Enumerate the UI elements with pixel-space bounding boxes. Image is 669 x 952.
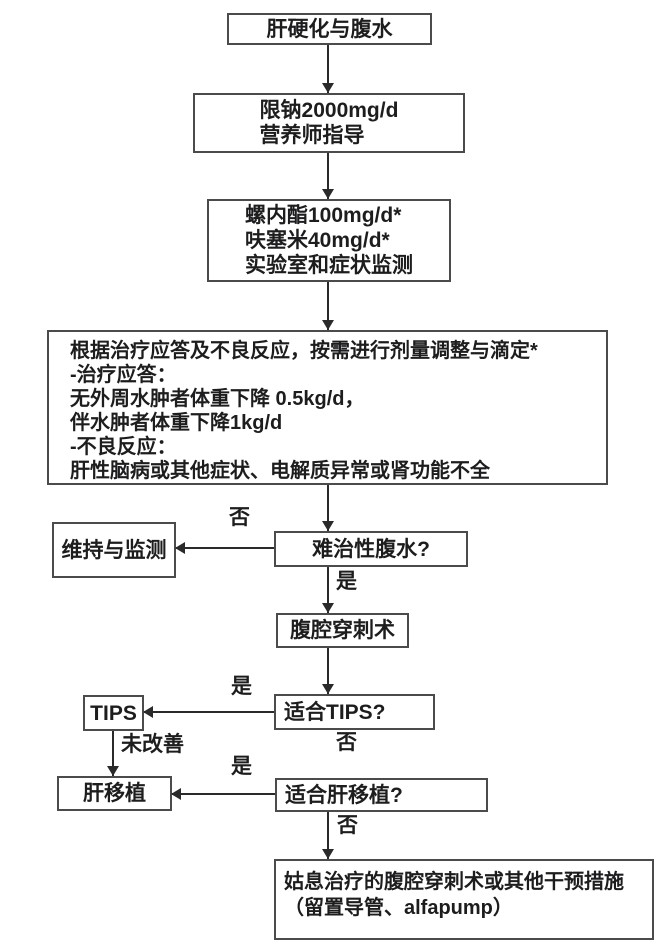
node-tips-label: TIPS xyxy=(90,701,137,725)
node-line: 限钠2000mg/d xyxy=(259,99,399,122)
arrow-diuretics-to-titration xyxy=(322,282,334,330)
node-line: 姑息治疗的腹腔穿刺术或其他干预措施 xyxy=(284,871,624,893)
edge-label-transplant-yes: 是 xyxy=(231,755,252,778)
node-line: 伴水肿者体重下降1kg/d xyxy=(70,412,283,434)
edge-label-refractory-yes: 是 xyxy=(336,570,357,593)
node-dose-titration: 根据治疗应答及不良反应，按需进行剂量调整与滴定* -治疗应答： 无外周水肿者体重… xyxy=(47,330,608,485)
node-palliative-care-text: 姑息治疗的腹腔穿刺术或其他干预措施 （留置导管、alfapump） xyxy=(284,869,624,921)
arrow-start-to-sodium xyxy=(322,45,334,93)
node-refractory-ascites-question: 难治性腹水? xyxy=(274,531,468,567)
node-diuretics-text: 螺内酯100mg/d* 呋塞米40mg/d* 实验室和症状监测 xyxy=(245,203,413,278)
node-paracentesis: 腹腔穿刺术 xyxy=(276,613,409,648)
edge-label-tips-no: 否 xyxy=(336,731,357,754)
node-tips: TIPS xyxy=(83,695,144,731)
node-transplant-eligible-label: 适合肝移植? xyxy=(285,783,403,807)
arrow-refractory-no-to-maintain xyxy=(175,542,274,554)
node-line: （留置导管、alfapump） xyxy=(284,897,513,919)
arrow-titration-to-refractory xyxy=(322,485,334,531)
arrow-refractory-yes-to-paracentesis xyxy=(322,567,334,613)
edge-label-tips-not-improved: 未改善 xyxy=(121,733,184,756)
node-line: 呋塞米40mg/d* xyxy=(245,229,390,252)
node-paracentesis-label: 腹腔穿刺术 xyxy=(290,619,395,642)
node-maintain-monitor: 维持与监测 xyxy=(52,522,176,578)
node-line: -不良反应： xyxy=(70,436,177,458)
node-palliative-care: 姑息治疗的腹腔穿刺术或其他干预措施 （留置导管、alfapump） xyxy=(274,859,654,940)
node-cirrhosis-with-ascites-label: 肝硬化与腹水 xyxy=(266,17,393,41)
node-liver-transplant: 肝移植 xyxy=(57,776,172,811)
node-tips-eligible-question: 适合TIPS? xyxy=(274,694,435,730)
node-transplant-eligible-question: 适合肝移植? xyxy=(275,778,488,812)
arrow-transplant-yes-to-transplant xyxy=(171,788,275,800)
arrow-tips-yes-to-tips xyxy=(143,706,274,718)
node-tips-eligible-label: 适合TIPS? xyxy=(284,700,386,724)
edge-label-refractory-no: 否 xyxy=(229,506,250,529)
arrow-sodium-to-diuretics xyxy=(322,153,334,199)
node-maintain-monitor-label: 维持与监测 xyxy=(61,538,167,562)
arrow-tips-to-transplant xyxy=(107,731,119,776)
arrow-transplant-no-to-palliative xyxy=(322,812,334,859)
node-line: 螺内酯100mg/d* xyxy=(245,204,402,227)
node-sodium-restriction: 限钠2000mg/d 营养师指导 xyxy=(193,93,465,153)
node-sodium-restriction-text: 限钠2000mg/d 营养师指导 xyxy=(260,98,399,148)
edge-label-transplant-no: 否 xyxy=(337,814,358,837)
node-line: 肝性脑病或其他症状、电解质异常或肾功能不全 xyxy=(70,460,490,482)
arrow-paracentesis-to-tips-question xyxy=(322,648,334,694)
node-dose-titration-text: 根据治疗应答及不良反应，按需进行剂量调整与滴定* -治疗应答： 无外周水肿者体重… xyxy=(70,339,538,483)
node-line: 营养师指导 xyxy=(259,124,365,147)
node-line: 根据治疗应答及不良反应，按需进行剂量调整与滴定* xyxy=(70,340,538,362)
node-diuretics: 螺内酯100mg/d* 呋塞米40mg/d* 实验室和症状监测 xyxy=(207,199,451,282)
node-line: 无外周水肿者体重下降 0.5kg/d， xyxy=(70,388,365,410)
node-line: -治疗应答： xyxy=(70,364,177,386)
node-refractory-ascites-label: 难治性腹水? xyxy=(312,537,430,561)
node-line: 实验室和症状监测 xyxy=(245,254,413,277)
node-liver-transplant-label: 肝移植 xyxy=(83,782,146,805)
node-cirrhosis-with-ascites: 肝硬化与腹水 xyxy=(227,13,432,45)
edge-label-tips-yes: 是 xyxy=(231,675,252,698)
